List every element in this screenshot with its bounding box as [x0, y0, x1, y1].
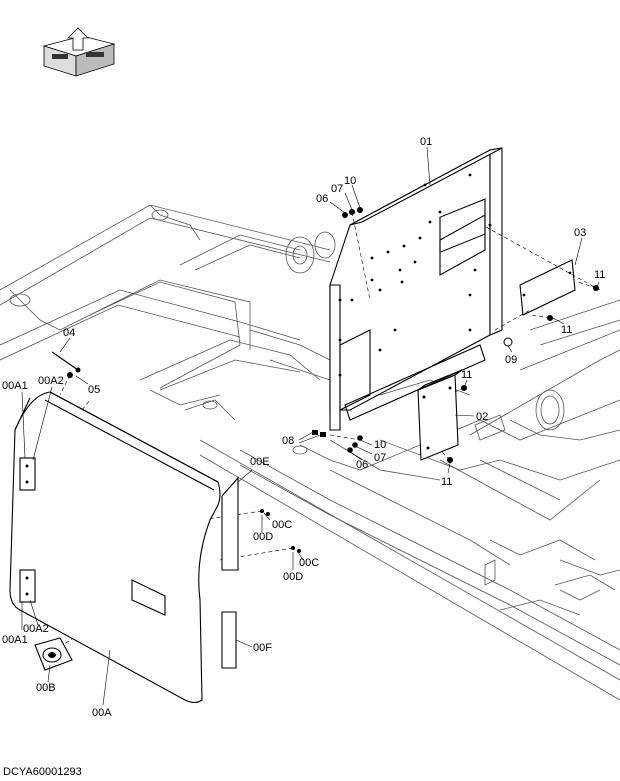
label-11-upper-center: 11	[461, 369, 472, 381]
machine-orientation-icon	[42, 27, 116, 77]
label-00A1-bottom: 00A1	[2, 634, 28, 646]
label-02: 02	[476, 411, 488, 423]
label-00D-lower: 00D	[283, 571, 303, 583]
bar-04	[51, 351, 81, 373]
label-06-lower: 06	[356, 459, 368, 471]
strip-00E	[221, 476, 239, 571]
label-05: 05	[88, 384, 100, 396]
label-11-mid: 11	[561, 324, 572, 336]
label-08: 08	[282, 435, 294, 447]
label-07-upper: 07	[331, 183, 343, 195]
bracket-02	[417, 369, 463, 461]
strip-00F	[221, 611, 237, 669]
latch-00B	[34, 637, 73, 671]
label-00A: 00A	[92, 707, 112, 719]
label-00C-upper: 00C	[272, 519, 292, 531]
label-00D-upper: 00D	[253, 531, 273, 543]
cover-plate-03	[519, 259, 576, 316]
label-01: 01	[420, 136, 432, 148]
document-id: DCYA60001293	[3, 766, 82, 778]
label-00E: 00E	[250, 456, 270, 468]
label-10-upper: 10	[344, 175, 356, 187]
label-07-lower: 07	[374, 452, 386, 464]
label-06-upper: 06	[316, 193, 328, 205]
label-00A2-top: 00A2	[38, 375, 64, 387]
label-11-right: 11	[594, 269, 605, 281]
part-labels: 01 02 03 04 05 06 07 10 08 10 07 06 09 1…	[2, 136, 605, 719]
panel-01	[329, 147, 503, 431]
chassis-frame	[0, 204, 620, 701]
label-00A1-top: 00A1	[2, 380, 28, 392]
label-00B: 00B	[36, 682, 56, 694]
label-04: 04	[63, 327, 75, 339]
label-00A2-bottom: 00A2	[23, 623, 49, 635]
label-10-lower: 10	[374, 439, 386, 451]
label-09: 09	[505, 354, 517, 366]
label-03: 03	[574, 227, 586, 239]
label-00C-lower: 00C	[299, 557, 319, 569]
door-panel-00A	[9, 391, 221, 704]
label-11-lower-center: 11	[441, 476, 452, 488]
label-00F: 00F	[253, 642, 272, 654]
leader-lines	[21, 146, 600, 706]
